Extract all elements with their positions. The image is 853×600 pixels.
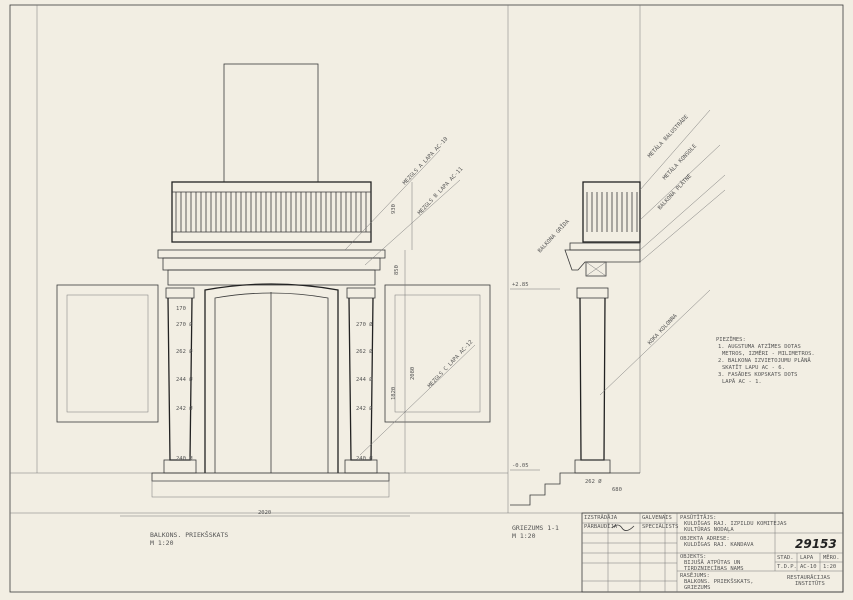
dim-col: 270 Ø (176, 321, 193, 328)
role-label: GALVENAIS (642, 515, 672, 521)
block-header: LAPA (800, 555, 814, 561)
client-label: PASŪTĪTĀJS: (680, 514, 716, 521)
sheet-border (9, 4, 844, 593)
dim-col: 240 Ø (356, 455, 373, 462)
door-arch (204, 283, 339, 473)
section-cornice (564, 249, 641, 271)
note-line: SKATĪT LAPU AC - 6. (722, 364, 785, 371)
object-line: BIJUŠĀ ATPŪTAS UN (684, 559, 740, 566)
role-label: SPECIĀLISTS (642, 523, 678, 530)
object-label: OBJEKTS: (680, 554, 707, 560)
front-view-title: BALKONS. PRIEKŠSKATS (150, 530, 228, 539)
level-top: +2.85 (512, 282, 529, 288)
client-line: KULDĪGAS RAJ. IZPILDU KOMITEJAS (684, 520, 787, 527)
client-line: KULTŪRAS NODAĻA (684, 526, 734, 533)
front-step (151, 472, 390, 482)
dim-door-height: 2080 (410, 367, 416, 380)
address-label: OBJEKTA ADRESE: (680, 536, 730, 542)
section-railing (582, 181, 641, 243)
note-line: LAPĀ AC - 1. (722, 378, 762, 385)
dim-cornice-height: 850 (394, 265, 400, 275)
leader-sec-2: METĀLA KONSOLE (661, 143, 698, 182)
dim-col: 240 Ø (176, 455, 193, 462)
dim-col: 262 Ø (356, 348, 373, 355)
leader-sec-4: KOKA KOLONNA (647, 313, 679, 347)
leader-sec-5: BALKONA GRĪDA (536, 218, 571, 255)
block-value: 1:20 (823, 564, 836, 570)
drawing-line: GRIEZUMS (684, 585, 711, 591)
dim-col: 244 Ø (356, 376, 373, 383)
cornice-middle (162, 257, 381, 271)
block-value: T.D.P. (777, 564, 797, 570)
balcony-railing (171, 181, 372, 243)
dim-width-total: 2020 (258, 510, 271, 516)
dim-col: 262 Ø (176, 348, 193, 355)
section-view-title: GRIEZUMS 1-1 (512, 524, 559, 532)
door-inner-frame (214, 292, 329, 473)
cornice-frieze (167, 269, 376, 286)
dim-col: 242 Ø (356, 405, 373, 412)
dim-col: 170 (176, 306, 186, 312)
section-column (579, 297, 606, 461)
cornice-top (157, 249, 386, 259)
leader-front-1: MEZGLS A LAPA AC-10 (402, 136, 449, 186)
right-side-panel (384, 284, 491, 423)
dim-column-height: 1820 (391, 387, 397, 400)
drawing-line: BALKONS. PRIEKŠSKATS, (684, 578, 754, 585)
note-line: METROS, IZMĒRI - MILIMETROS. (722, 350, 815, 357)
role-label: IZSTRĀDĀJA (584, 514, 618, 521)
notes-block: PIEZĪMES: 1. AUGSTUMA ATZĪMES DOTAS METR… (716, 336, 815, 385)
section-steps (510, 472, 640, 506)
note-line: 3. FASĀDES KOPSKATS DOTS (718, 371, 797, 378)
address-line: KULDĪGAS RAJ. KANDAVA (684, 541, 754, 548)
object-line: TIRDZNIECĪBAS NAMS (684, 565, 744, 572)
section-view: +2.85 -0.05 262 Ø 680 METĀLA BALUSTRĀDE … (510, 109, 726, 540)
leader-front-3: MEZGLS C LAPA AC-12 (427, 339, 474, 389)
note-line: 2. BALKONA IZVIETOJUMU PLĀNĀ (718, 357, 811, 364)
block-value: AC-10 (800, 564, 817, 570)
front-view-scale: M 1:20 (150, 539, 174, 547)
stamp-number: 29153 (795, 537, 837, 551)
title-block: IZSTRĀDĀJA PĀRBAUDĪJA GALVENAIS SPECIĀLI… (581, 512, 844, 593)
level-ground: -0.05 (512, 463, 529, 469)
block-header: STAD. (777, 555, 794, 561)
note-line: 1. AUGSTUMA ATZĪMES DOTAS (718, 343, 801, 350)
dim-col: 270 Ø (356, 321, 373, 328)
left-side-panel (56, 284, 159, 423)
section-base-dim: 262 Ø (585, 478, 602, 485)
front-elevation: 930 850 2080 1820 2020 170 270 Ø 262 Ø 2… (56, 63, 491, 547)
block-header: MĒRO. (823, 554, 840, 561)
section-slab (569, 242, 641, 251)
dim-col: 244 Ø (176, 376, 193, 383)
section-view-scale: M 1:20 (512, 532, 536, 540)
leader-front-2: MEZGLS B LAPA AC-11 (417, 166, 464, 216)
drawing-label: RASĒJUMS: (680, 572, 710, 579)
leader-sec-3: BALKONA PLĀTNE (656, 173, 693, 212)
leader-sec-1: METĀLA BALUSTRĀDE (646, 113, 690, 159)
upper-door-opening (223, 63, 319, 183)
institute-name: RESTAURĀCIJAS (787, 574, 830, 581)
signature (611, 524, 635, 531)
role-label: PĀRBAUDĪJA (584, 523, 618, 530)
section-depth-dim: 680 (612, 487, 622, 493)
institute-name: INSTITŪTS (795, 580, 825, 587)
dim-railing-height: 930 (391, 204, 397, 214)
section-capital (576, 287, 609, 299)
dim-col: 242 Ø (176, 405, 193, 412)
notes-heading: PIEZĪMES: (716, 336, 746, 343)
